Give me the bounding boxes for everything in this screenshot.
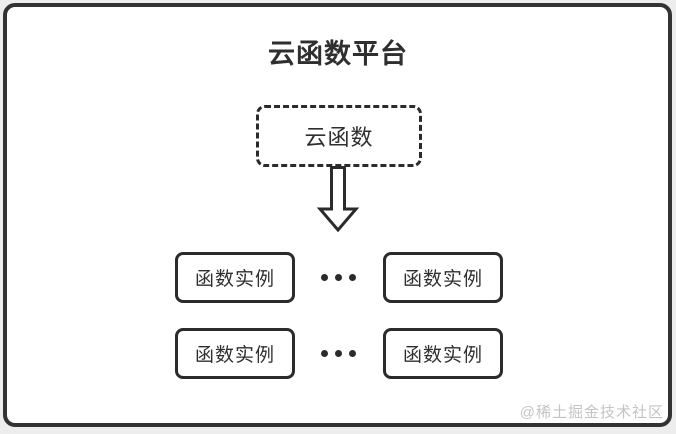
instance-box: 函数实例 (175, 328, 295, 379)
page-title: 云函数平台 (268, 39, 408, 69)
watermark: @稀土掘金技术社区 (519, 404, 664, 421)
ellipsis-icon (308, 328, 368, 379)
ellipsis-icon (308, 252, 368, 303)
instance-box: 函数实例 (383, 252, 503, 303)
down-arrow-icon (316, 166, 360, 232)
cloud-function-label: 云函数 (304, 125, 374, 150)
instance-label: 函数实例 (402, 269, 483, 290)
cloud-function-box: 云函数 (256, 105, 422, 167)
instance-box: 函数实例 (383, 328, 503, 379)
instance-label: 函数实例 (194, 269, 275, 290)
instance-label: 函数实例 (402, 345, 483, 366)
instance-label: 函数实例 (194, 345, 275, 366)
instance-box: 函数实例 (175, 252, 295, 303)
